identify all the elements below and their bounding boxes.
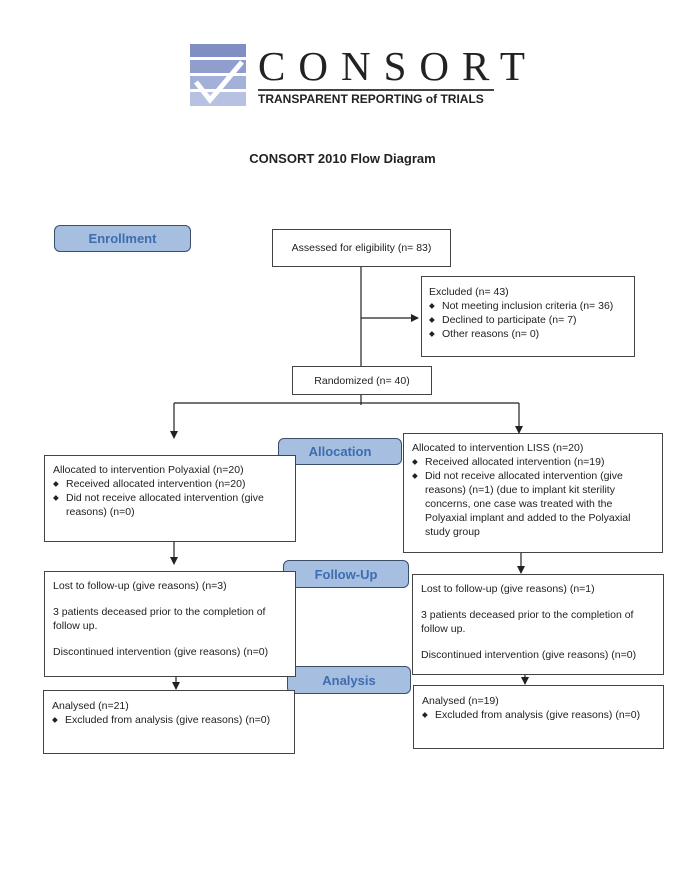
left-allocation-title: Allocated to intervention Polyaxial (n=2… bbox=[53, 464, 244, 476]
stage-followup: Follow-Up bbox=[283, 560, 409, 588]
right-allocation-box: Allocated to intervention LISS (n=20) Re… bbox=[403, 433, 663, 553]
left-followup-note: 3 patients deceased prior to the complet… bbox=[53, 606, 266, 632]
list-item: Excluded from analysis (give reasons) (n… bbox=[422, 708, 655, 722]
logo-name: CONSORT bbox=[258, 43, 538, 89]
right-allocation-list: Received allocated intervention (n=19) D… bbox=[412, 455, 654, 539]
left-analysis-box: Analysed (n=21) Excluded from analysis (… bbox=[43, 690, 295, 754]
right-followup-box: Lost to follow-up (give reasons) (n=1) 3… bbox=[412, 574, 664, 675]
list-item: Excluded from analysis (give reasons) (n… bbox=[52, 713, 286, 727]
excluded-title: Excluded (n= 43) bbox=[429, 286, 509, 298]
left-analysis-title: Analysed (n=21) bbox=[52, 700, 129, 712]
list-item: Received allocated intervention (n=20) bbox=[53, 477, 287, 491]
left-allocation-box: Allocated to intervention Polyaxial (n=2… bbox=[44, 455, 296, 542]
left-analysis-list: Excluded from analysis (give reasons) (n… bbox=[52, 713, 286, 727]
stage-allocation: Allocation bbox=[278, 438, 402, 465]
left-followup-box: Lost to follow-up (give reasons) (n=3) 3… bbox=[44, 571, 296, 677]
left-followup-lost: Lost to follow-up (give reasons) (n=3) bbox=[53, 580, 227, 592]
right-analysis-box: Analysed (n=19) Excluded from analysis (… bbox=[413, 685, 664, 749]
assessed-text: Assessed for eligibility (n= 83) bbox=[291, 242, 432, 254]
excluded-box: Excluded (n= 43) Not meeting inclusion c… bbox=[421, 276, 635, 357]
left-followup-discontinued: Discontinued intervention (give reasons)… bbox=[53, 646, 269, 658]
consort-logo: CONSORT TRANSPARENT REPORTING of TRIALS bbox=[190, 44, 525, 110]
page-title: CONSORT 2010 Flow Diagram bbox=[249, 151, 436, 166]
list-item: Did not receive allocated intervention (… bbox=[53, 491, 287, 519]
randomized-box: Randomized (n= 40) bbox=[292, 366, 432, 395]
stage-enrollment: Enrollment bbox=[54, 225, 191, 252]
list-item: Did not receive allocated intervention (… bbox=[412, 469, 654, 539]
list-item: Not meeting inclusion criteria (n= 36) bbox=[429, 299, 627, 313]
list-item: Received allocated intervention (n=19) bbox=[412, 455, 654, 469]
stage-analysis: Analysis bbox=[287, 666, 411, 694]
list-item: Declined to participate (n= 7) bbox=[429, 313, 627, 327]
right-followup-lost: Lost to follow-up (give reasons) (n=1) bbox=[421, 583, 595, 595]
consort-logo-mark-icon bbox=[190, 44, 246, 106]
list-item: Other reasons (n= 0) bbox=[429, 327, 627, 341]
left-allocation-list: Received allocated intervention (n=20) D… bbox=[53, 477, 287, 519]
logo-divider bbox=[258, 89, 494, 91]
right-analysis-list: Excluded from analysis (give reasons) (n… bbox=[422, 708, 655, 722]
assessed-box: Assessed for eligibility (n= 83) bbox=[272, 229, 451, 267]
right-allocation-title: Allocated to intervention LISS (n=20) bbox=[412, 442, 584, 454]
right-followup-note: 3 patients deceased prior to the complet… bbox=[421, 609, 634, 635]
logo-tagline: TRANSPARENT REPORTING of TRIALS bbox=[258, 92, 484, 106]
randomized-text: Randomized (n= 40) bbox=[314, 374, 410, 387]
excluded-list: Not meeting inclusion criteria (n= 36) D… bbox=[429, 299, 627, 341]
right-followup-discontinued: Discontinued intervention (give reasons)… bbox=[421, 649, 637, 661]
right-analysis-title: Analysed (n=19) bbox=[422, 695, 499, 707]
